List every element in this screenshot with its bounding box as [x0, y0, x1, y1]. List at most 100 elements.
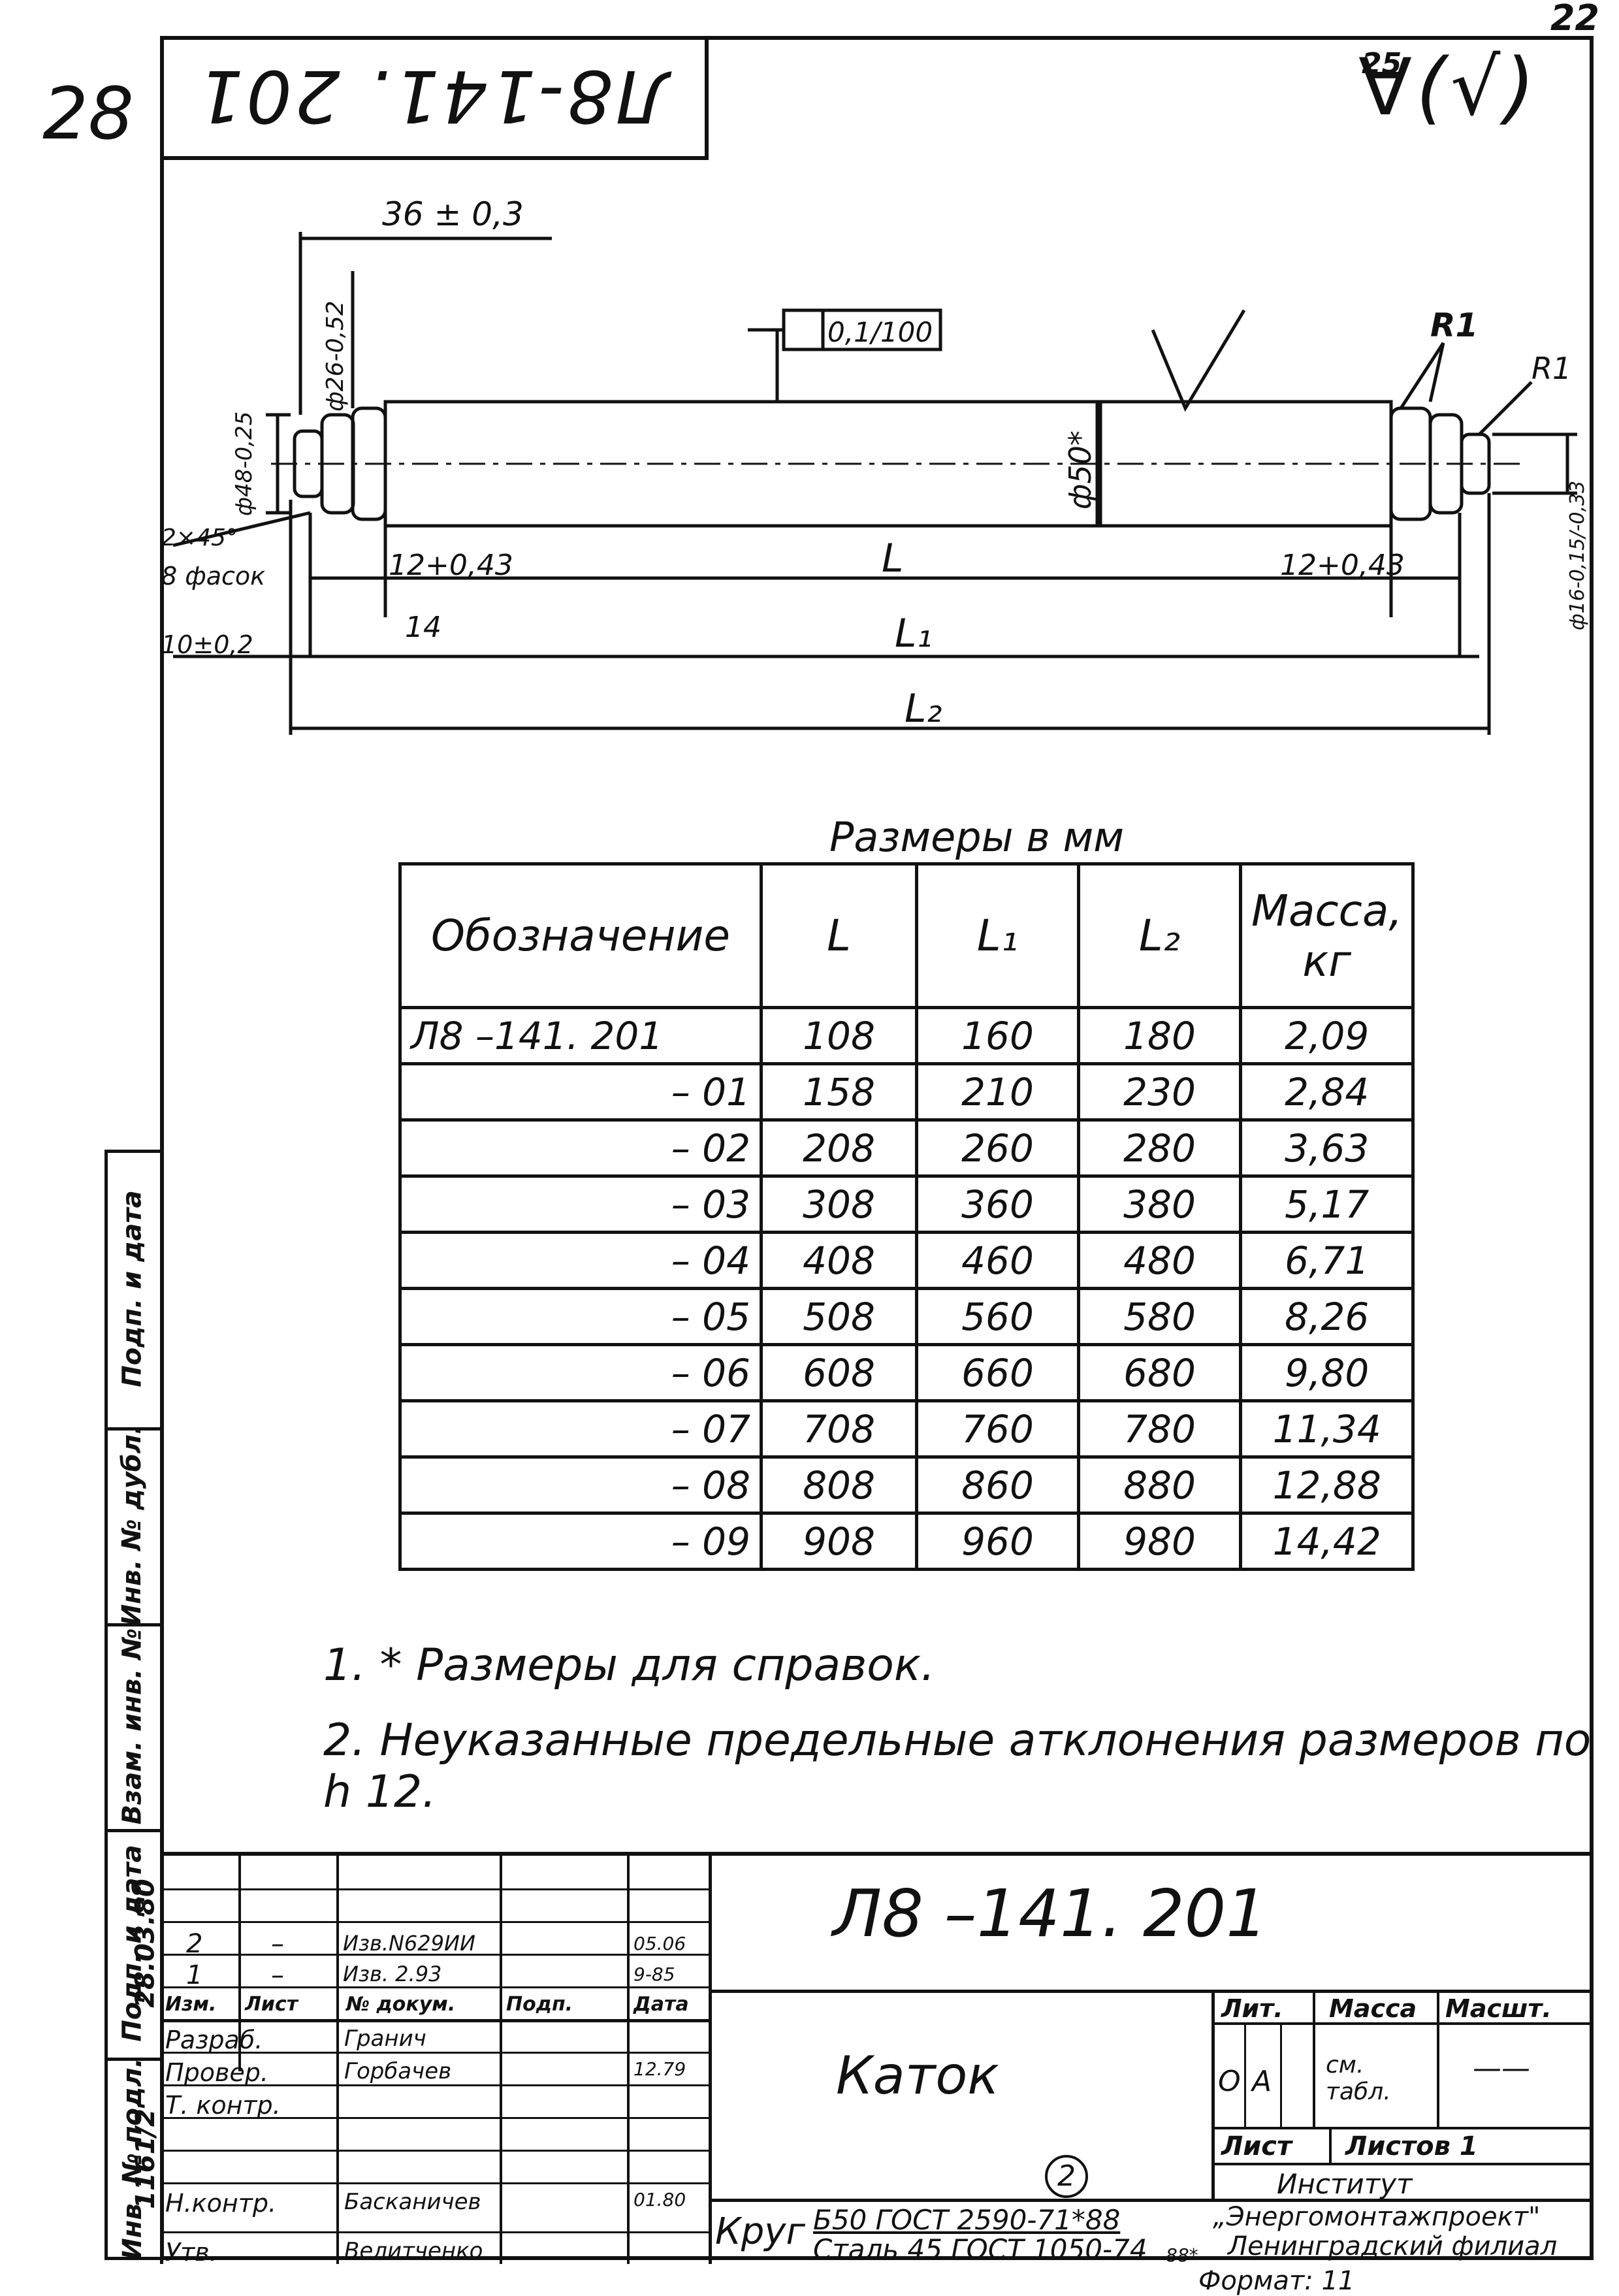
role-role: Разраб.	[165, 2026, 263, 2054]
cell-L1: 660	[915, 1343, 1080, 1402]
cell-L1: 160	[915, 1006, 1080, 1065]
cell-mass: 3,63	[1238, 1118, 1415, 1178]
cell-mass: 9,80	[1238, 1343, 1415, 1402]
strip-label-2: Инв. № дубл.	[117, 1424, 148, 1626]
cell-mass: 12,88	[1238, 1455, 1415, 1515]
tb-org-line3: Ленинградский филиал	[1228, 2231, 1558, 2261]
dim-chamfer-count: 8 фасок	[161, 562, 265, 590]
tb-designation: Л8 –141. 201	[833, 1875, 1268, 1952]
rev-1-doc: Изв. 2.93	[343, 1962, 442, 1986]
cell-L1: 460	[915, 1231, 1080, 1290]
role-date: 01.80	[633, 2189, 686, 2210]
rev-header-date: Дата	[633, 1993, 689, 2016]
dim-L1: L₁	[895, 611, 932, 656]
tb-lit-2: А	[1252, 2065, 1272, 2098]
tb-mass-value: см. табл.	[1326, 2052, 1391, 2105]
cell-designation: – 06	[398, 1343, 763, 1402]
rev-header-change: Изм.	[165, 1993, 217, 2016]
tb-org-line1: Институт	[1277, 2168, 1413, 2200]
dim-chamfer: 2×45°	[161, 525, 238, 551]
cell-mass: 8,26	[1238, 1287, 1415, 1346]
role-role: Т. контр.	[165, 2091, 281, 2120]
role-name: Гранич	[344, 2026, 426, 2052]
cell-L: 508	[760, 1287, 918, 1346]
header-L1: L₁	[915, 862, 1080, 1009]
strip-value-inv: 1161/2	[131, 2058, 161, 2260]
cell-L: 308	[760, 1174, 918, 1234]
cell-L1: 560	[915, 1287, 1080, 1346]
cell-L2: 880	[1077, 1455, 1242, 1515]
tb-sheets-label: Листов 1	[1345, 2131, 1478, 2161]
cell-designation: – 04	[398, 1231, 763, 1290]
cell-mass: 2,84	[1238, 1062, 1415, 1122]
cell-L: 608	[760, 1343, 918, 1402]
cell-designation: Л8 –141. 201	[398, 1006, 763, 1065]
rev-1-sheet: –	[271, 1960, 284, 1990]
cell-L: 108	[760, 1006, 918, 1065]
dim-10: 10±0,2	[161, 630, 253, 659]
dim-12-right: 12+0,43	[1280, 549, 1405, 582]
cell-L1: 260	[915, 1118, 1080, 1178]
dim-L2: L₂	[905, 686, 942, 732]
strip-value-date: 28.03.80	[131, 1829, 161, 2058]
cell-L2: 280	[1077, 1118, 1242, 1178]
cell-designation: – 05	[398, 1287, 763, 1346]
cell-L: 208	[760, 1118, 918, 1178]
rev-header-doc: № докум.	[346, 1993, 456, 2016]
tb-org-line2: „Энергомонтажпроект"	[1213, 2202, 1541, 2232]
note-1: 1. * Размеры для справок.	[323, 1640, 935, 1691]
cell-L2: 180	[1077, 1006, 1242, 1065]
dim-phi26: ф26-0,52	[322, 300, 349, 412]
cell-mass: 6,71	[1238, 1231, 1415, 1290]
code-stamp: Л8-141. 201	[160, 36, 709, 160]
cell-L2: 580	[1077, 1287, 1242, 1346]
dim-12-left: 12+0,43	[389, 549, 513, 582]
dim-phi16: ф16-0,15/-0,33	[1566, 481, 1589, 630]
rev-2-sheet: –	[271, 1929, 284, 1959]
tb-material-line1: Б50 ГОСТ 2590-71*88	[813, 2204, 1121, 2236]
cell-designation: – 03	[398, 1174, 763, 1234]
cell-L1: 860	[915, 1455, 1080, 1515]
tb-material-prefix: Круг	[715, 2210, 805, 2253]
cell-designation: – 08	[398, 1455, 763, 1515]
role-date: 12.79	[633, 2058, 686, 2080]
cell-L: 708	[760, 1399, 918, 1459]
roughness-symbol: ∀(√)	[1358, 42, 1539, 133]
dim-36: 36 ± 0,3	[382, 195, 524, 233]
tb-col-scale: Масшт.	[1445, 1994, 1552, 2023]
tb-sheet-label: Лист	[1221, 2131, 1292, 2161]
cell-designation: – 07	[398, 1399, 763, 1459]
role-name: Горбачев	[344, 2058, 452, 2084]
tb-material-line2: Сталь 45 ГОСТ 1050-74	[813, 2233, 1147, 2265]
role-role: Провер.	[165, 2058, 268, 2087]
roughness-value: 25	[1362, 47, 1402, 80]
drawing-frame	[160, 36, 1594, 2260]
side-strip	[104, 1150, 160, 2260]
cell-L: 408	[760, 1231, 918, 1290]
role-role: Н.контр.	[165, 2189, 277, 2218]
cell-L1: 360	[915, 1174, 1080, 1234]
dim-phi48: ф48-0,25	[231, 412, 257, 516]
header-designation: Обозначение	[398, 862, 763, 1009]
cell-L2: 480	[1077, 1231, 1242, 1290]
tb-col-mass: Масса	[1329, 1994, 1417, 2023]
cell-L2: 380	[1077, 1174, 1242, 1234]
sheet-corner-number: 22	[1550, 0, 1599, 39]
cell-L1: 760	[915, 1399, 1080, 1459]
rev-header-sign: Подп.	[506, 1993, 573, 2016]
strip-inv-dubl: Инв. № дубл.	[104, 1424, 160, 1626]
cell-L1: 960	[915, 1512, 1080, 1571]
tb-part-name: Каток	[836, 2045, 999, 2106]
page-number: 28	[42, 72, 134, 155]
dim-phi50: ф50*	[1063, 430, 1098, 509]
cell-mass: 11,34	[1238, 1399, 1415, 1459]
dim-r1-a: R1	[1430, 306, 1478, 344]
cell-mass: 14,42	[1238, 1512, 1415, 1571]
role-name: Басканичев	[344, 2189, 481, 2215]
